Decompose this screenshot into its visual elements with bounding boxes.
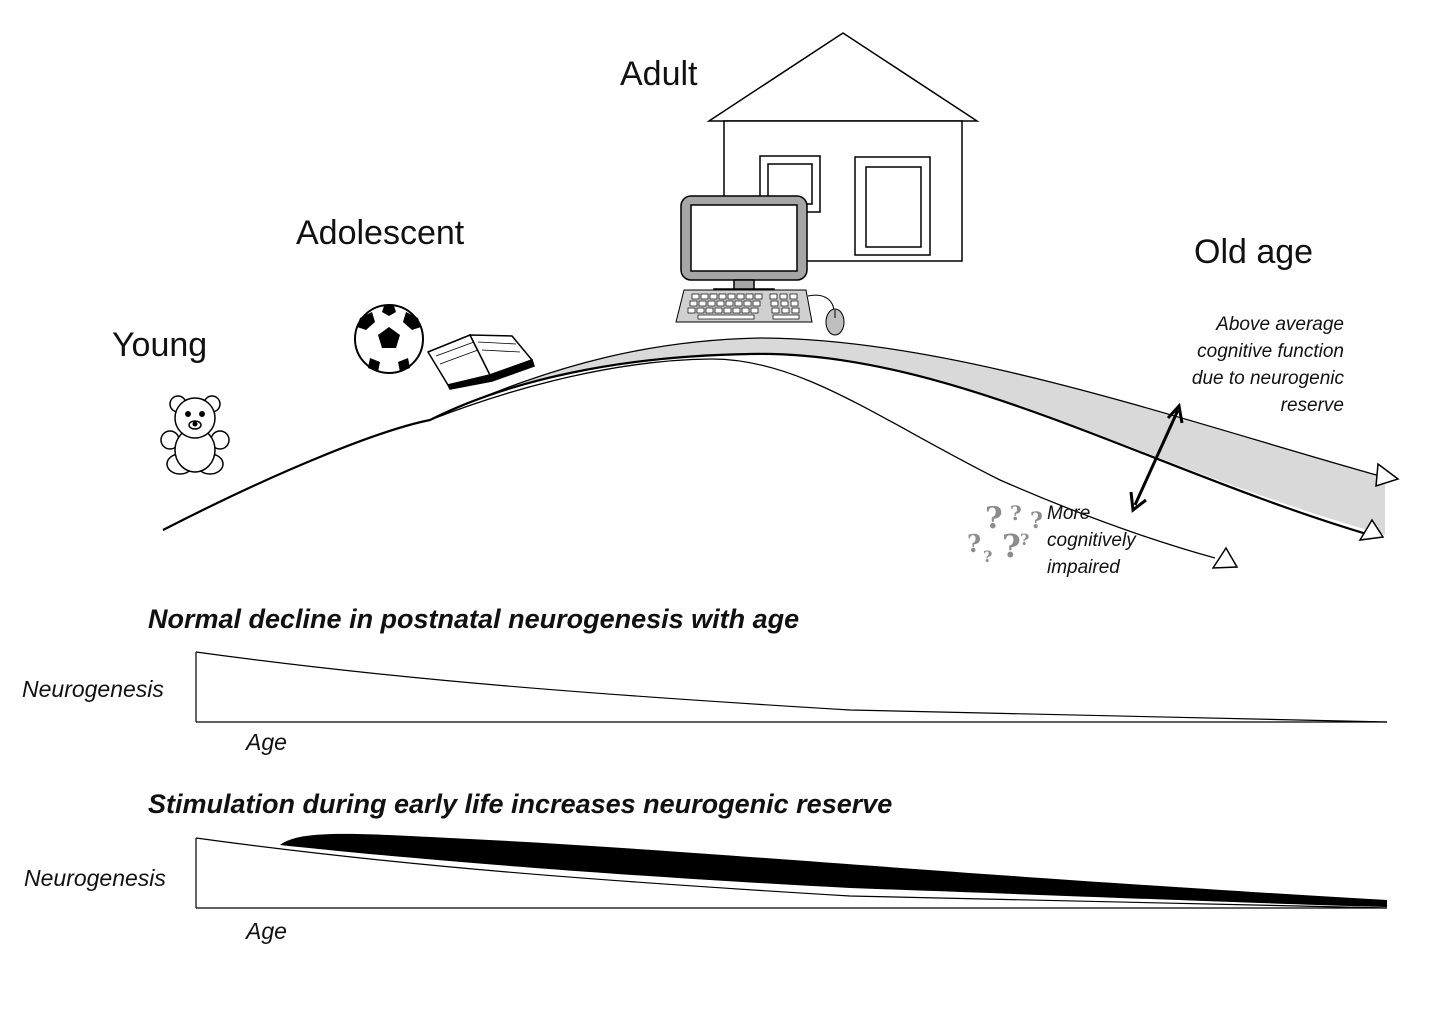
mouse-icon: [808, 295, 844, 335]
soccer-ball-icon: [355, 305, 423, 373]
panel-title-normal: Normal decline in postnatal neurogenesis…: [148, 604, 799, 635]
teddy-bear-icon: [161, 396, 229, 474]
panel-ylabel-normal: Neurogenesis: [22, 676, 164, 703]
panel-title-stimulation: Stimulation during early life increases …: [148, 789, 892, 820]
stage-label-old-age: Old age: [1194, 233, 1313, 272]
svg-text:?: ?: [983, 547, 992, 566]
arrowhead-above-icon: [1376, 464, 1398, 486]
svg-text:?: ?: [1030, 508, 1043, 534]
question-marks-icon: ? ? ? ? ? ? ?: [967, 501, 1043, 566]
svg-text:?: ?: [1010, 501, 1022, 525]
svg-text:?: ?: [1020, 530, 1029, 549]
svg-text:?: ?: [967, 529, 981, 558]
computer-icon: [681, 196, 807, 295]
annotation-line: cognitively: [1047, 527, 1136, 554]
annotation-line: Above average: [1192, 311, 1344, 338]
annotation-line: More: [1047, 500, 1136, 527]
panel-xlabel-stimulation: Age: [246, 918, 287, 945]
annotation-line: impaired: [1047, 554, 1136, 581]
annotation-line: due to neurogenic: [1192, 365, 1344, 392]
stage-label-adult: Adult: [620, 55, 698, 94]
open-book-icon: [428, 335, 534, 389]
above-average-annotation: Above average cognitive function due to …: [1192, 311, 1344, 419]
svg-text:?: ?: [985, 501, 1003, 536]
arrowhead-impaired-icon: [1213, 548, 1237, 568]
stage-label-young: Young: [112, 326, 207, 365]
panel-xlabel-normal: Age: [246, 729, 287, 756]
annotation-line: reserve: [1192, 392, 1344, 419]
annotation-line: cognitive function: [1192, 338, 1344, 365]
svg-text:?: ?: [1002, 527, 1021, 565]
panel-ylabel-stimulation: Neurogenesis: [24, 865, 166, 892]
impaired-annotation: More cognitively impaired: [1047, 500, 1136, 581]
neurogenic-reserve-fill: [280, 834, 1387, 907]
panel-stimulation-chart: [196, 834, 1387, 908]
keyboard-icon: [676, 290, 812, 322]
panel-normal-chart: [196, 652, 1387, 722]
stage-label-adolescent: Adolescent: [296, 214, 464, 253]
